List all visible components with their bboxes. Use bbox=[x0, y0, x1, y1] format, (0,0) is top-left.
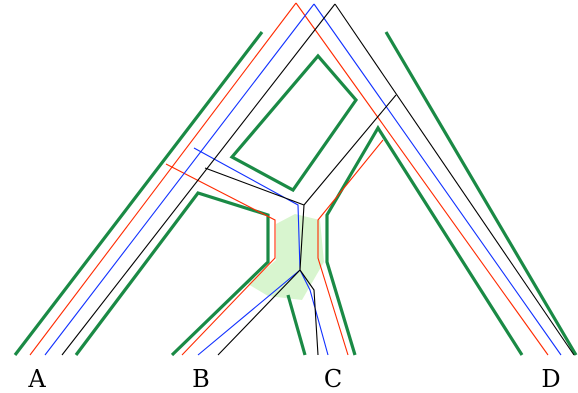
leaf-labels: A B C D bbox=[27, 365, 560, 393]
host-junction-stub bbox=[286, 294, 307, 356]
host-tree bbox=[13, 31, 578, 357]
host-outer-left bbox=[13, 31, 264, 356]
blue-right-arm bbox=[313, 3, 562, 356]
gene-tree-red bbox=[29, 2, 549, 356]
black-inner-branch bbox=[299, 269, 319, 356]
blue-inner-branch bbox=[299, 269, 329, 356]
host-inner-loop bbox=[229, 53, 359, 193]
blue-left-arm bbox=[44, 3, 315, 356]
red-left-arm bbox=[29, 2, 297, 356]
host-outer-right bbox=[384, 31, 578, 356]
host-inner-left bbox=[74, 191, 270, 357]
gene-tree-black bbox=[61, 3, 575, 356]
highlight-region bbox=[248, 214, 324, 300]
red-right-arm bbox=[295, 2, 549, 356]
red-inner-branch bbox=[317, 139, 384, 356]
gene-tree-blue bbox=[44, 3, 562, 356]
black-right-arm bbox=[334, 3, 575, 356]
red-cross-branch bbox=[165, 163, 276, 356]
black-inner-branch-2 bbox=[204, 167, 305, 206]
host-inner-right bbox=[325, 124, 524, 356]
leaf-label-c: C bbox=[324, 365, 342, 393]
black-cross-branch bbox=[217, 94, 397, 356]
leaf-label-a: A bbox=[27, 365, 46, 393]
leaf-label-b: B bbox=[192, 365, 210, 393]
black-left-arm bbox=[61, 3, 336, 356]
leaf-label-d: D bbox=[541, 365, 560, 393]
blue-cross-branch bbox=[193, 147, 301, 356]
